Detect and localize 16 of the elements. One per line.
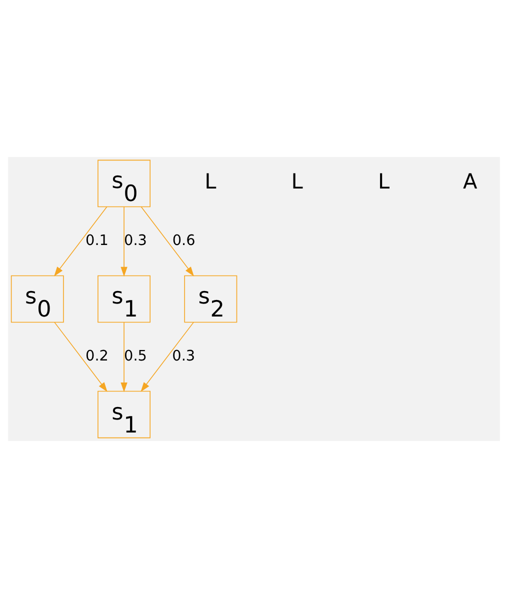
edge-label: 0.3 xyxy=(124,232,148,249)
arrow xyxy=(140,206,194,276)
edge-label: 0.3 xyxy=(172,348,196,364)
label: L xyxy=(291,170,303,194)
edge-label: 0.1 xyxy=(86,232,108,249)
arrow xyxy=(120,322,128,392)
label: L xyxy=(204,170,216,194)
label: L xyxy=(378,170,390,194)
arrow xyxy=(54,206,108,276)
arrow xyxy=(140,322,194,392)
label: A xyxy=(462,170,478,194)
arrow xyxy=(120,206,128,277)
edge-label: 0.6 xyxy=(172,232,196,249)
arrow xyxy=(54,322,108,392)
edge-label: 0.2 xyxy=(86,348,108,364)
edge-label: 0.5 xyxy=(124,348,148,364)
